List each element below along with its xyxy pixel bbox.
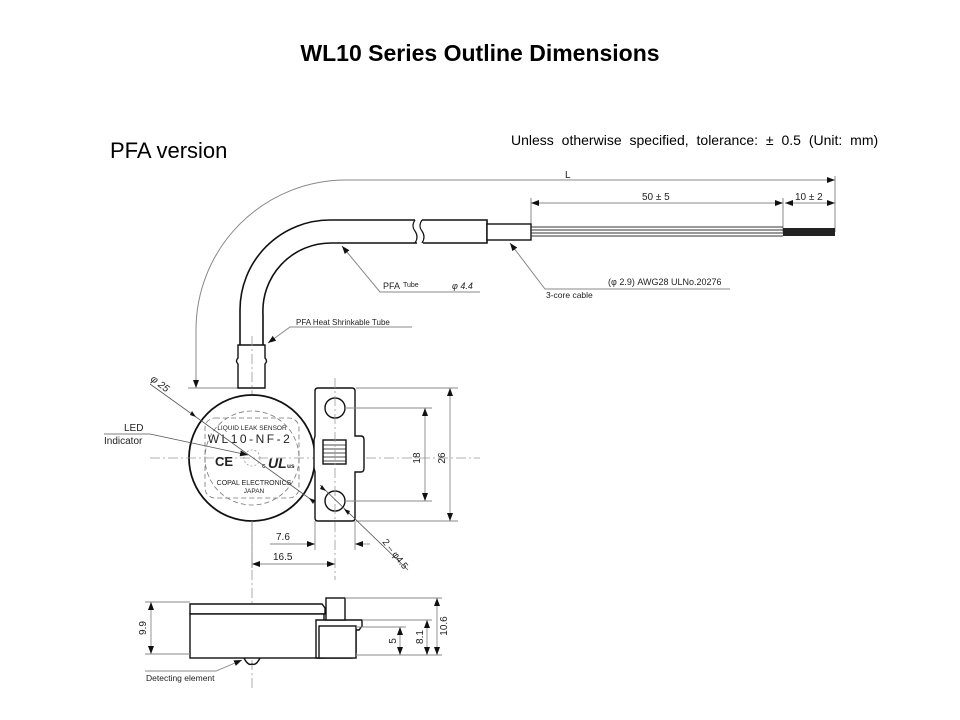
ul-mark-icon: UL [268, 455, 287, 471]
page-title: WL10 Series Outline Dimensions [300, 40, 660, 66]
sensor-diameter-label: φ 25 [148, 374, 171, 396]
marking-line1: LIQUID LEAK SENSOR [217, 425, 287, 432]
cable-leader [509, 242, 730, 290]
side-view-dimensions [145, 597, 442, 656]
cable-spec-label: (φ 2.9) AWG28 ULNo.20276 [608, 277, 722, 287]
led-label: LED [124, 423, 143, 434]
cable-label: 3-core cable [546, 290, 593, 300]
marking-country: JAPAN [244, 488, 265, 495]
tube-label: PFA [383, 281, 400, 291]
hole-pitch-label: 18 [412, 452, 423, 464]
diameter-leader [149, 383, 321, 507]
heat-shrink-leader [267, 326, 412, 344]
length-dimension-l [188, 176, 836, 389]
horizontal-dimensions [251, 521, 370, 568]
heat-shrink-label: PFA Heat Shrinkable Tube [296, 318, 390, 327]
variant-label: PFA version [110, 138, 228, 163]
body-height-label: 9.9 [138, 621, 149, 635]
tip-length-label: 10 ± 2 [795, 192, 823, 203]
heat-shrink-sleeve [235, 344, 268, 389]
length-l-label: L [565, 170, 571, 181]
bracket-height-label: 26 [437, 452, 448, 464]
marking-maker: COPAL ELECTRONICS [217, 480, 292, 487]
marking-model: WL10-NF-2 [208, 432, 293, 446]
ce-mark-icon: CE [215, 454, 233, 469]
detecting-element-label: Detecting element [146, 673, 215, 683]
total-height-label: 10.6 [439, 616, 450, 636]
tube-leader [341, 245, 480, 293]
cable-conductors [531, 226, 835, 237]
hole-spec-label: 2 – φ4.5 [380, 537, 410, 572]
stripped-length-label: 50 ± 5 [642, 192, 670, 203]
cable-sheath [486, 223, 532, 241]
tube-sublabel: Tube [403, 282, 419, 289]
side-view [189, 597, 363, 666]
detecting-element-leader [145, 659, 243, 672]
bracket-width-label: 7.6 [276, 532, 290, 543]
marking-us: us [287, 463, 295, 470]
side-bracket-height-label: 8.1 [415, 630, 426, 644]
mounting-bracket [313, 387, 365, 522]
tube-diameter-label: φ 4.4 [452, 281, 473, 291]
led-leader [104, 433, 249, 457]
led-indicator-label: Indicator [104, 436, 143, 447]
tolerance-note: Unless otherwise specified, tolerance: ±… [511, 132, 879, 148]
marking-c: c [262, 463, 266, 470]
stripped-length-dimension [530, 198, 835, 232]
connector-height-label: 5 [388, 638, 399, 644]
vertical-dimensions [345, 387, 458, 522]
hole-leader [319, 484, 409, 571]
center-to-hole-label: 16.5 [273, 552, 293, 563]
